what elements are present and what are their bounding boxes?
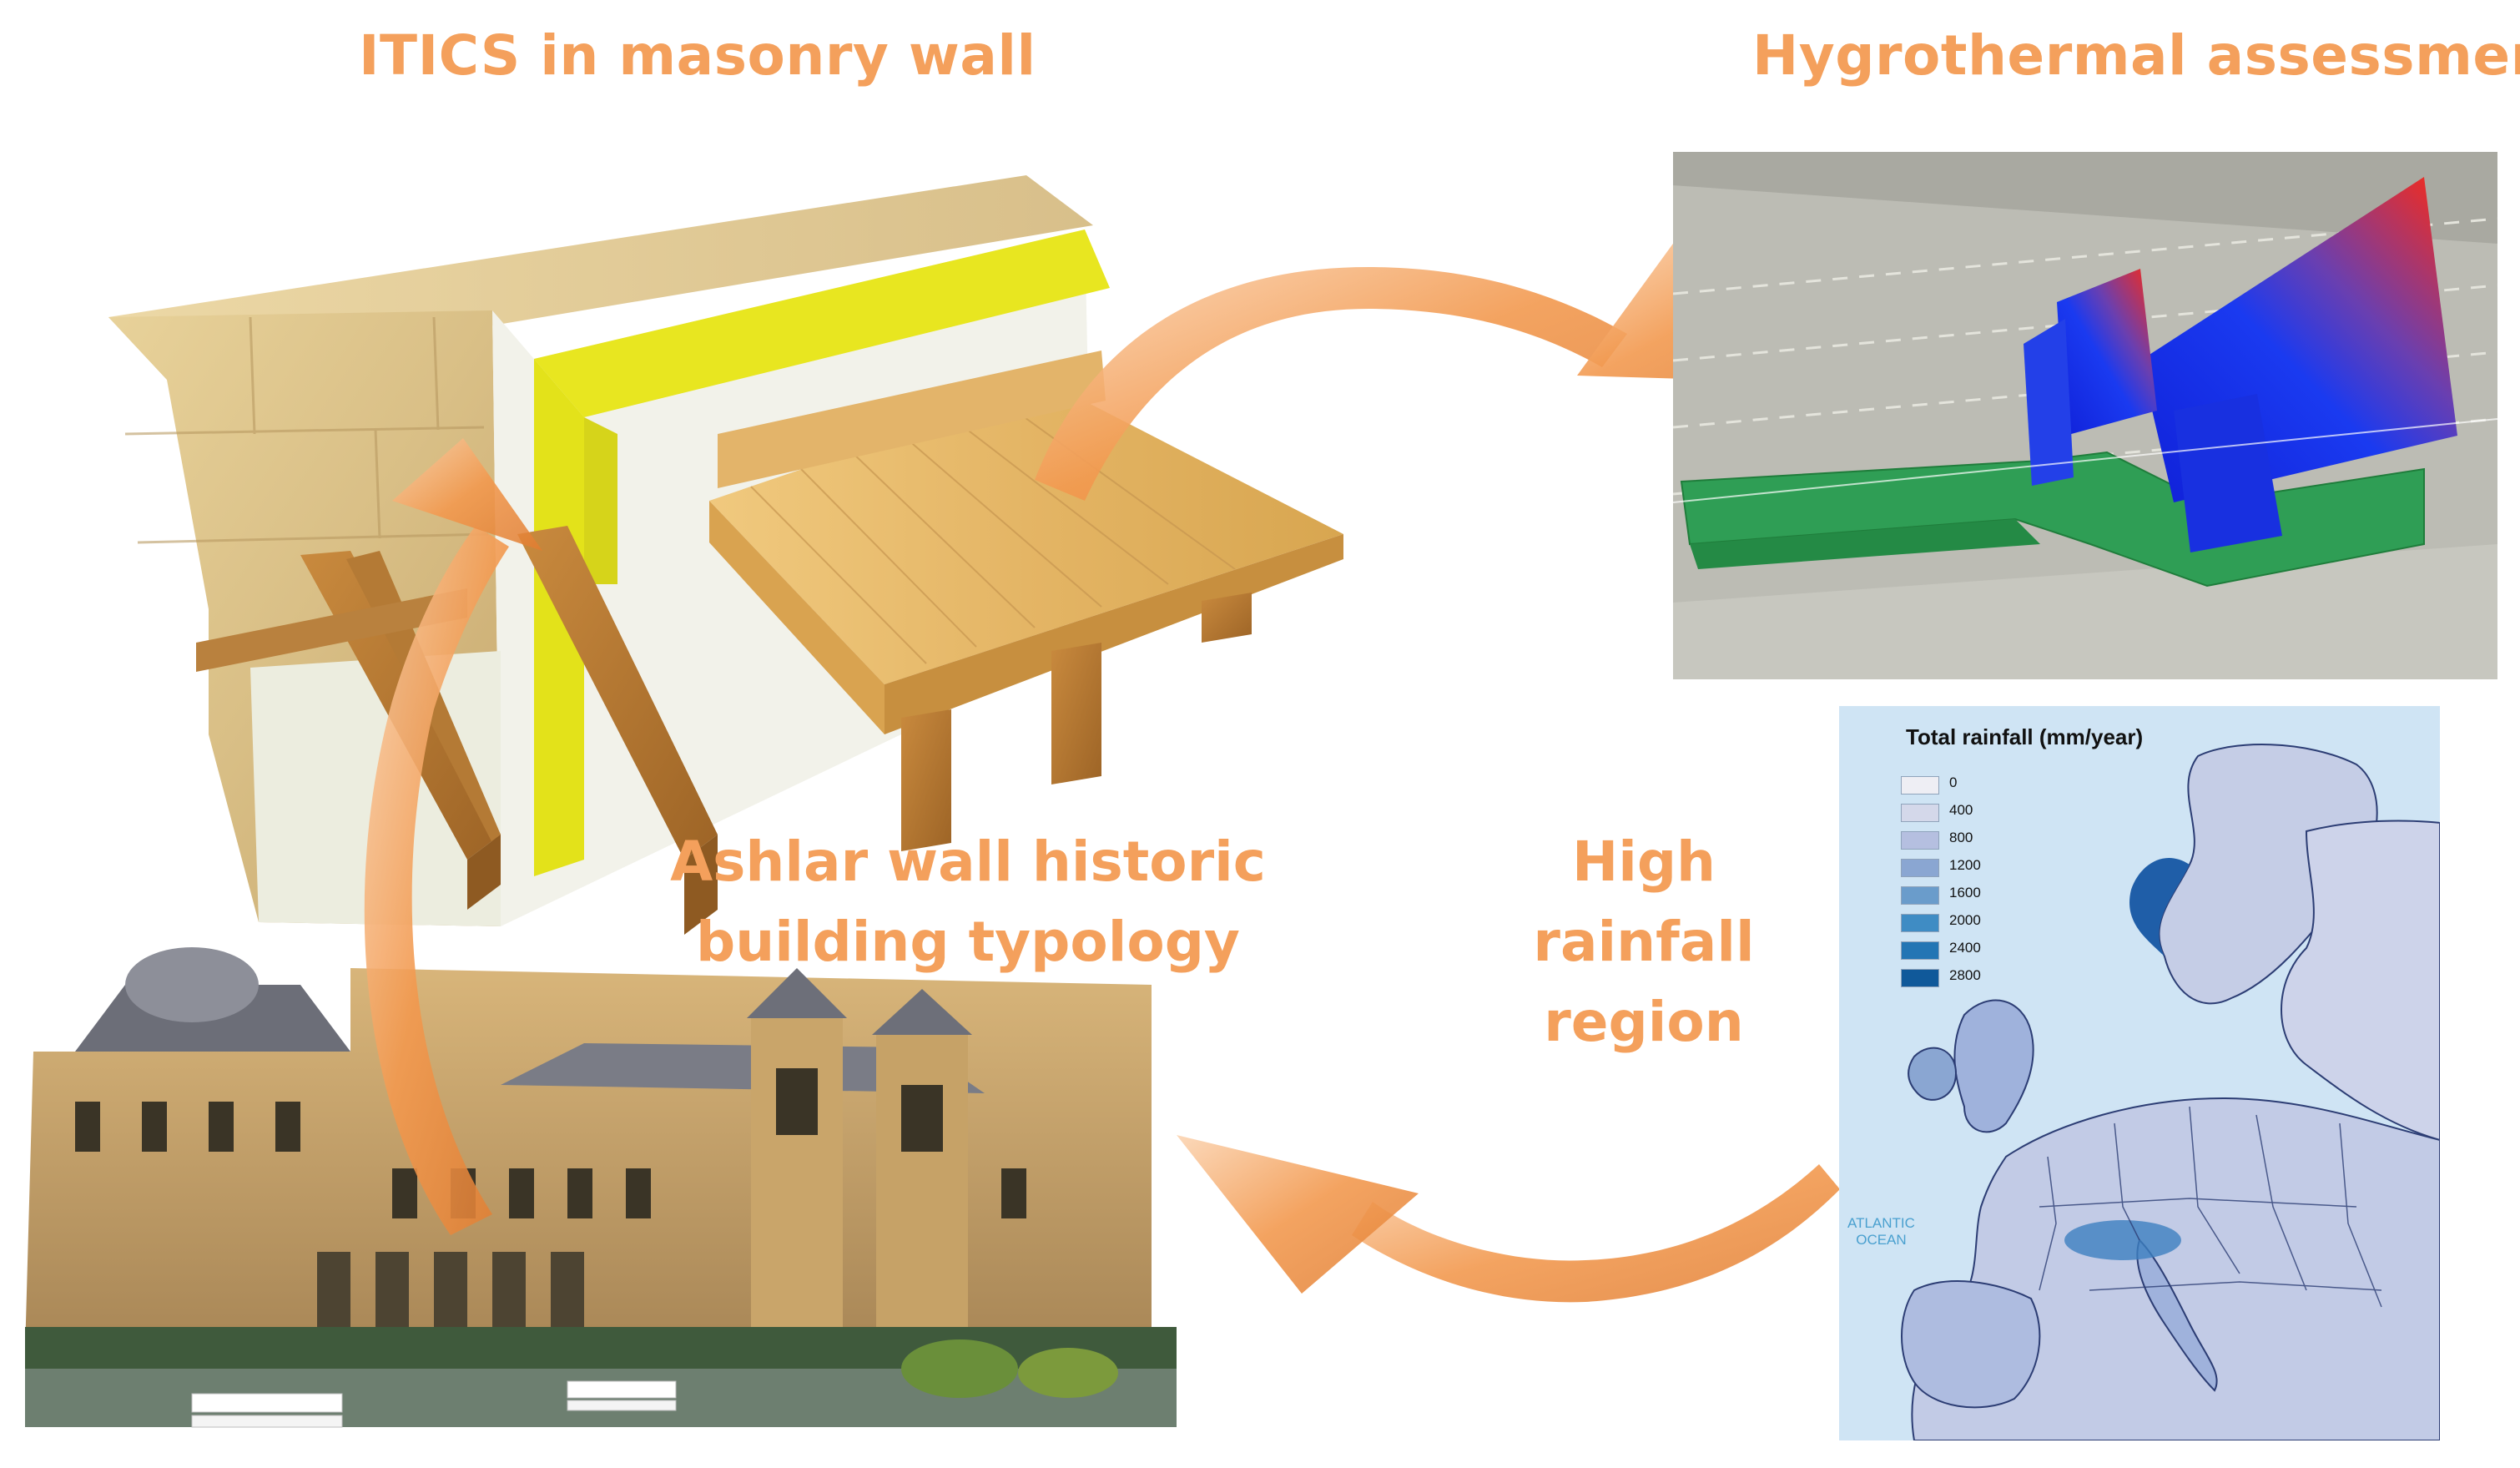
title-hygrothermal: Hygrothermal assessment (1752, 23, 2520, 88)
rainfall-map-panel: Total rainfall (mm/year) 0 400 800 1200 1600… (1839, 706, 2440, 1440)
legend-swatch (1901, 804, 1939, 822)
europe-map (1839, 706, 2440, 1440)
legend-label: 400 (1949, 802, 1973, 818)
legend-label: 1600 (1949, 885, 1981, 900)
legend-swatch (1901, 914, 1939, 932)
ocean-label-line2: OCEAN (1856, 1232, 1907, 1248)
hygrothermal-simulation-panel (1673, 152, 2497, 679)
legend-label: 1200 (1949, 857, 1981, 873)
title-high-rainfall-line1: High rainfall (1533, 830, 1755, 974)
historic-building (25, 947, 1177, 1428)
legend-swatch (1901, 776, 1939, 795)
legend-label: 800 (1949, 830, 1973, 845)
title-itics: ITICS in masonry wall (359, 23, 1036, 88)
legend-swatch (1901, 859, 1939, 877)
legend-swatch (1901, 941, 1939, 960)
legend-label: 2800 (1949, 967, 1981, 983)
masonry-wall-model (108, 175, 1343, 935)
title-high-rainfall: High rainfall region (1452, 822, 1836, 1062)
legend-label: 2400 (1949, 940, 1981, 956)
legend-swatch (1901, 969, 1939, 987)
map-legend-title: Total rainfall (mm/year) (1906, 724, 2144, 749)
title-ashlar: Ashlar wall historic building typology (670, 830, 1266, 974)
ocean-label: ATLANTIC OCEAN (1847, 1215, 1915, 1249)
legend-label: 0 (1949, 774, 1958, 790)
legend-label: 2000 (1949, 912, 1981, 928)
legend-swatch (1901, 831, 1939, 850)
ocean-label-line1: ATLANTIC (1847, 1215, 1915, 1231)
legend-swatch (1901, 886, 1939, 905)
title-high-rainfall-line2: region (1544, 990, 1744, 1054)
